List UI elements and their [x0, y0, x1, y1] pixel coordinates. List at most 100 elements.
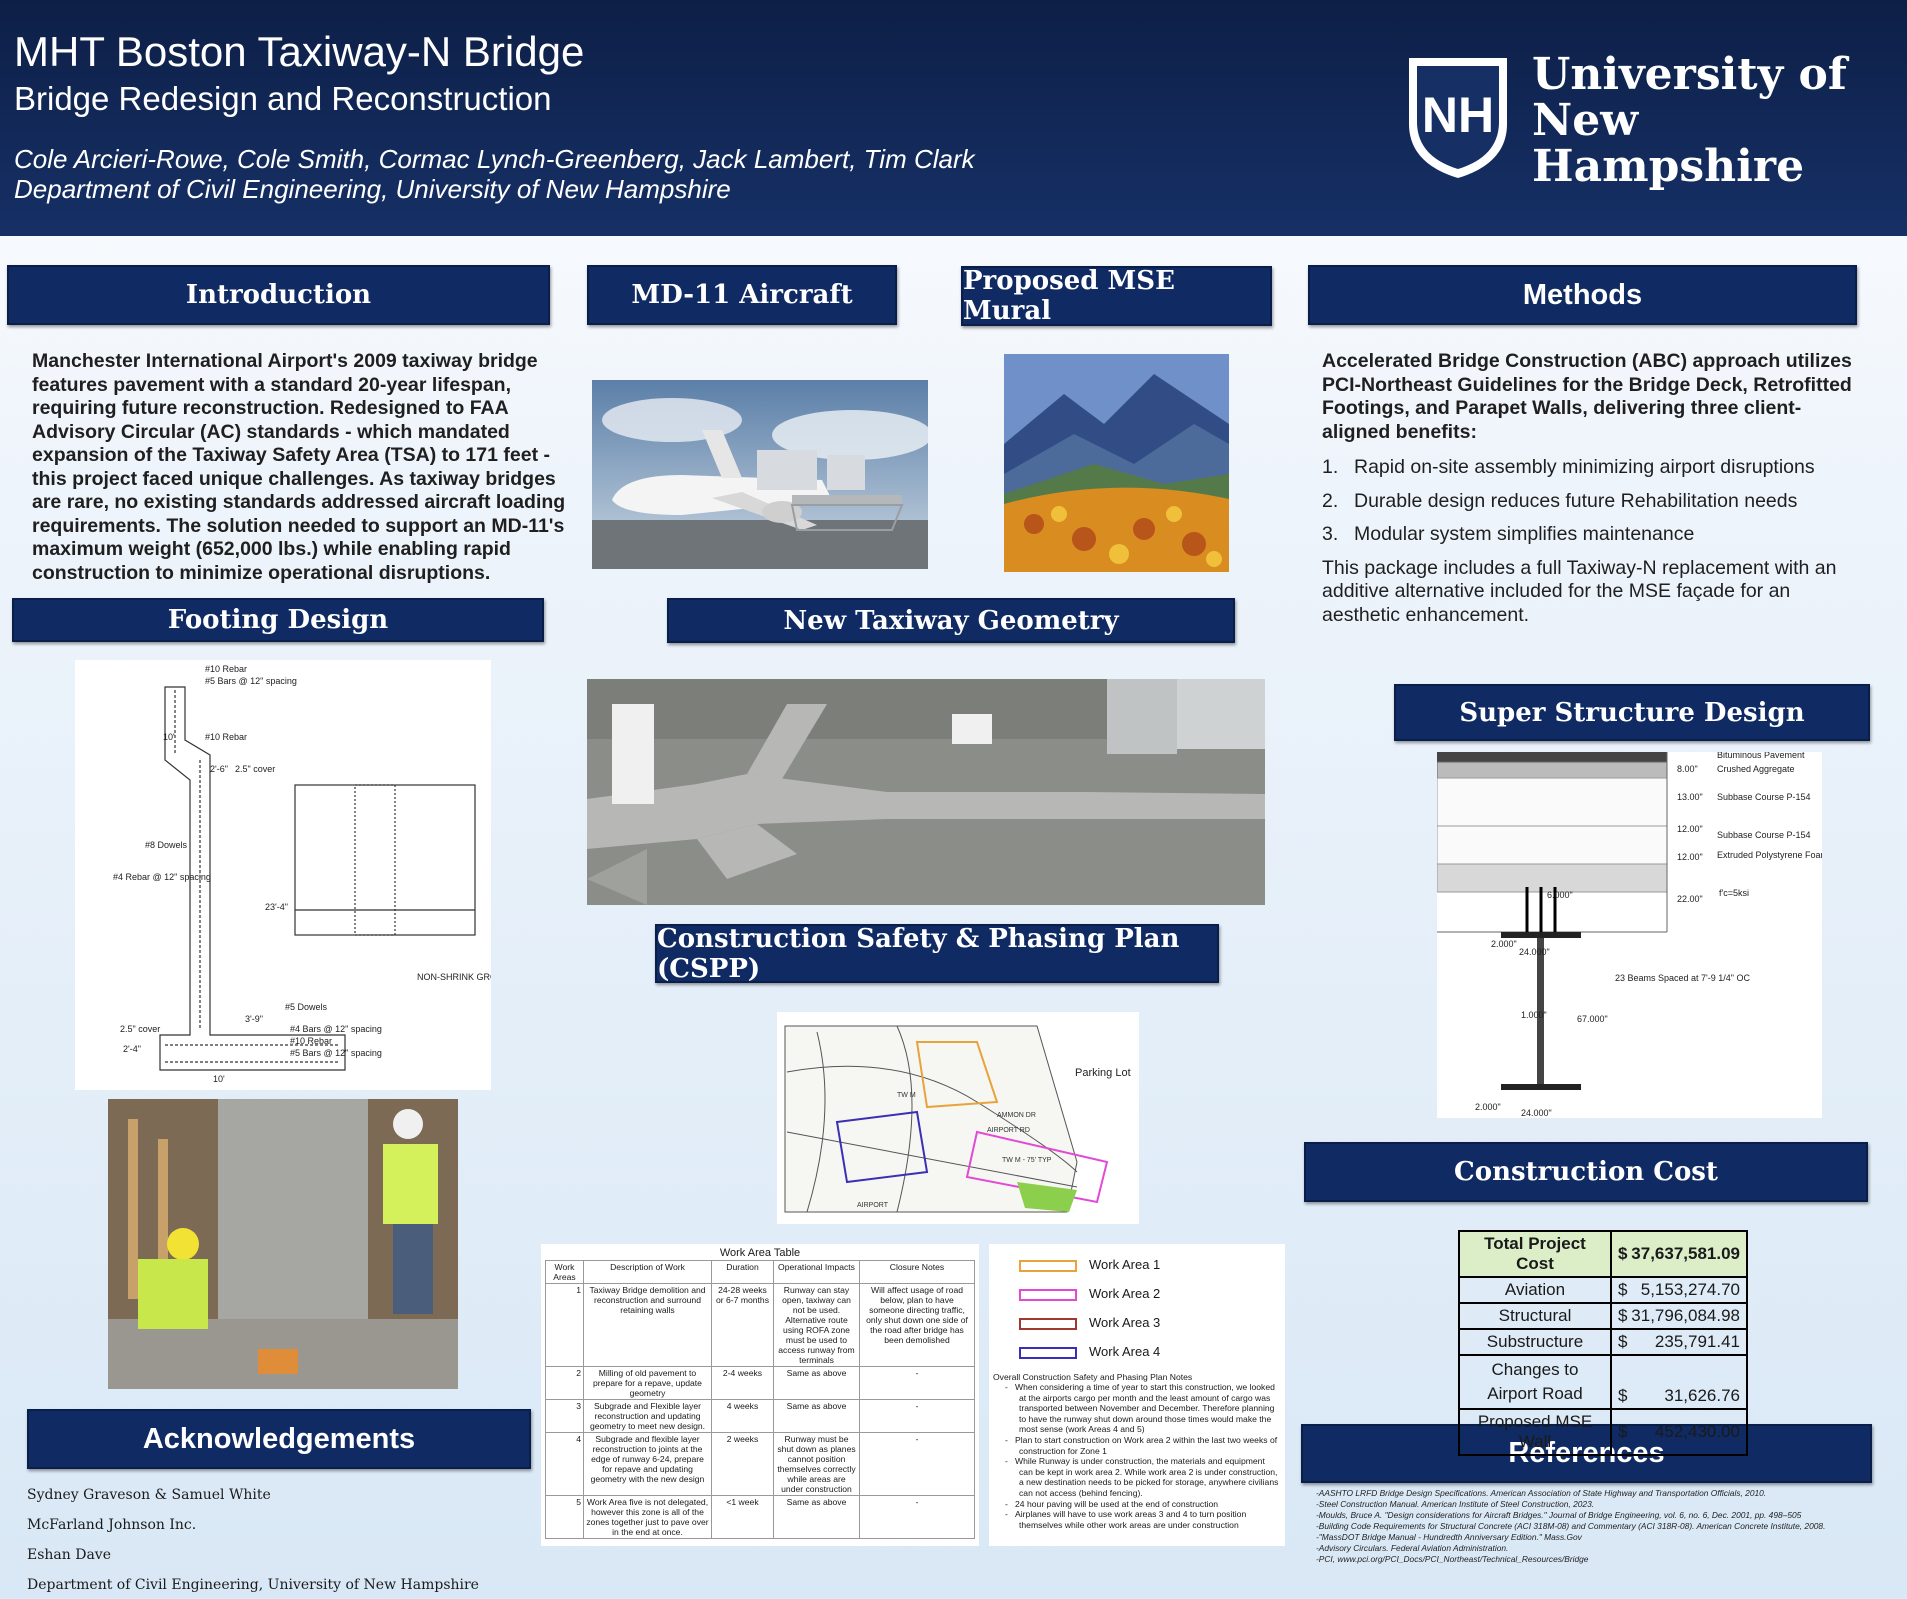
- svg-text:AIRPORT RD: AIRPORT RD: [987, 1127, 1030, 1134]
- cost-heading: Construction Cost: [1304, 1142, 1868, 1202]
- work-area-table-title: Work Area Table: [719, 1247, 801, 1259]
- legend-item: Work Area 3: [1019, 1308, 1281, 1337]
- svg-text:#10 Rebar: #10 Rebar: [205, 664, 247, 674]
- svg-text:8.00": 8.00": [1677, 764, 1698, 774]
- svg-text:24.000": 24.000": [1519, 947, 1550, 957]
- taxiway-geometry-aerial: [587, 679, 1265, 905]
- svg-text:f'c=5ksi: f'c=5ksi: [1719, 888, 1749, 898]
- svg-text:2.000": 2.000": [1475, 1102, 1501, 1112]
- superstructure-heading: Super Structure Design: [1394, 684, 1870, 741]
- department: Department of Civil Engineering, Univers…: [14, 174, 731, 204]
- footing-heading: Footing Design: [12, 598, 544, 642]
- svg-text:#4 Bars @ 12" spacing: #4 Bars @ 12" spacing: [290, 1024, 382, 1034]
- svg-text:#8 Dowels: #8 Dowels: [145, 840, 188, 850]
- svg-text:6.000": 6.000": [1547, 890, 1573, 900]
- list-item: -Moulds, Bruce A. "Design considerations…: [1316, 1510, 1802, 1520]
- methods-section: Accelerated Bridge Construction (ABC) ap…: [1322, 350, 1867, 627]
- table-row: Structural $31,796,084.98: [1458, 1302, 1748, 1330]
- list-item: -Advisory Circulars. Federal Aviation Ad…: [1316, 1543, 1509, 1553]
- list-item: -"MassDOT Bridge Manual - Hundredth Anni…: [1316, 1532, 1582, 1542]
- svg-text:#10 Rebar: #10 Rebar: [205, 732, 247, 742]
- md11-heading: MD-11 Aircraft: [587, 265, 897, 325]
- svg-text:AMMON DR: AMMON DR: [997, 1112, 1036, 1119]
- svg-text:Subbase Course P-154: Subbase Course P-154: [1717, 792, 1811, 802]
- note-item: - While Runway is under construction, th…: [1005, 1456, 1279, 1498]
- svg-text:13.00": 13.00": [1677, 792, 1703, 802]
- university-line2: New Hampshire: [1532, 95, 1805, 192]
- authors: Cole Arcieri-Rowe, Cole Smith, Cormac Ly…: [14, 144, 975, 174]
- svg-text:Extruded Polystyrene Foam Insu: Extruded Polystyrene Foam Insulation: [1717, 850, 1822, 860]
- methods-lead: Accelerated Bridge Construction (ABC) ap…: [1322, 350, 1852, 443]
- svg-text:10': 10': [213, 1074, 225, 1084]
- svg-text:12.00": 12.00": [1677, 824, 1703, 834]
- svg-text:#10 Rebar: #10 Rebar: [290, 1036, 332, 1046]
- unh-shield-logo: NH: [1409, 58, 1507, 178]
- list-item: -PCI, www.pci.org/PCI_Docs/PCI_Northeast…: [1316, 1554, 1589, 1564]
- references-list: -AASHTO LRFD Bridge Design Specification…: [1316, 1488, 1901, 1565]
- svg-text:2.5" cover: 2.5" cover: [120, 1024, 160, 1034]
- acknowledgements-list: Sydney Graveson & Samuel White McFarland…: [27, 1480, 547, 1599]
- table-row: Substructure $235,791.41: [1458, 1328, 1748, 1356]
- svg-text:2.5" cover: 2.5" cover: [235, 764, 275, 774]
- cspp-heading: Construction Safety & Phasing Plan (CSPP…: [655, 924, 1219, 984]
- svg-text:2'-4": 2'-4": [123, 1044, 141, 1054]
- list-item: -Building Code Requirements for Structur…: [1316, 1521, 1826, 1531]
- cspp-work-area-map: Parking Lot TW M AIRPORT RD TW M - 75' T…: [777, 1012, 1139, 1224]
- mse-mural-painting: [1004, 354, 1229, 572]
- note-item: - Plan to start construction on Work are…: [1005, 1434, 1278, 1456]
- svg-text:23 Beams Spaced at 7'-9 1/4" O: 23 Beams Spaced at 7'-9 1/4" OC: [1615, 973, 1750, 983]
- svg-text:AIRPORT: AIRPORT: [857, 1202, 889, 1209]
- university-wordmark: University of New Hampshire: [1532, 52, 1907, 190]
- note-item: - When considering a time of year to sta…: [1005, 1382, 1275, 1435]
- svg-text:22.00": 22.00": [1677, 894, 1703, 904]
- svg-text:Bituminous Pavement: Bituminous Pavement: [1717, 752, 1805, 760]
- svg-text:67.000": 67.000": [1577, 1014, 1608, 1024]
- acknowledgements-heading: Acknowledgements: [27, 1409, 531, 1469]
- legend-item: Work Area 4: [1019, 1337, 1281, 1366]
- geometry-heading: New Taxiway Geometry: [667, 598, 1235, 643]
- svg-text:Crushed Aggregate: Crushed Aggregate: [1717, 764, 1795, 774]
- footing-design-drawing: #10 Rebar #5 Bars @ 12" spacing #10 Reba…: [75, 660, 491, 1090]
- svg-text:#4 Rebar @ 12" spacing: #4 Rebar @ 12" spacing: [113, 872, 211, 882]
- superstructure-section-drawing: Bituminous Pavement Crushed Aggregate Su…: [1437, 752, 1822, 1118]
- construction-cost-table: Total Project Cost $37,637,581.09 Aviati…: [1458, 1230, 1748, 1456]
- svg-text:Subbase Course P-154: Subbase Course P-154: [1717, 830, 1811, 840]
- parking-lot-label: Parking Lot: [1075, 1067, 1131, 1079]
- table-row: Proposed MSE Wall $452,430.00: [1458, 1408, 1748, 1456]
- svg-text:TW M: TW M: [897, 1092, 916, 1099]
- svg-text:10': 10': [163, 732, 175, 742]
- legend-item: Work Area 1: [1019, 1250, 1281, 1279]
- cspp-notes-list: - When considering a time of year to sta…: [993, 1382, 1281, 1530]
- work-area-table: Work Area Table Work Areas Description o…: [541, 1244, 979, 1546]
- svg-text:2.000": 2.000": [1491, 939, 1517, 949]
- mural-heading: Proposed MSE Mural: [961, 266, 1272, 326]
- list-item: Sydney Graveson & Samuel White: [27, 1487, 271, 1503]
- list-item: Eshan Dave: [27, 1547, 111, 1563]
- svg-text:#5 Bars @ 12" spacing: #5 Bars @ 12" spacing: [205, 676, 297, 686]
- table-row: Total Project Cost $37,637,581.09: [1458, 1230, 1748, 1278]
- work-area-legend: Work Area 1 Work Area 2 Work Area 3 Work…: [993, 1250, 1281, 1366]
- methods-list: 1.Rapid on-site assembly minimizing airp…: [1322, 456, 1867, 547]
- svg-text:TW M - 75' TYP: TW M - 75' TYP: [1002, 1157, 1052, 1164]
- svg-text:NON-SHRINK GROUT: NON-SHRINK GROUT: [417, 972, 491, 982]
- introduction-text: Manchester International Airport's 2009 …: [32, 350, 566, 584]
- svg-text:24.000": 24.000": [1521, 1108, 1552, 1118]
- svg-text:#5 Bars @ 12" spacing: #5 Bars @ 12" spacing: [290, 1048, 382, 1058]
- svg-text:23'-4": 23'-4": [265, 902, 288, 912]
- list-item: Department of Civil Engineering, Univers…: [27, 1577, 479, 1593]
- introduction-heading: Introduction: [7, 265, 550, 325]
- methods-item: 2.Durable design reduces future Rehabili…: [1322, 489, 1798, 512]
- list-item: McFarland Johnson Inc.: [27, 1517, 197, 1533]
- svg-text:1.000": 1.000": [1521, 1010, 1547, 1020]
- poster-title: MHT Boston Taxiway-N Bridge: [14, 28, 585, 75]
- svg-text:#5 Dowels: #5 Dowels: [285, 1002, 328, 1012]
- methods-heading: Methods: [1308, 265, 1857, 325]
- cspp-legend-and-notes: Work Area 1 Work Area 2 Work Area 3 Work…: [989, 1244, 1285, 1546]
- poster-header: MHT Boston Taxiway-N Bridge Bridge Redes…: [0, 0, 1907, 236]
- svg-text:2'-6": 2'-6": [210, 764, 228, 774]
- methods-closing: This package includes a full Taxiway-N r…: [1322, 556, 1837, 626]
- university-line1: University of: [1532, 49, 1847, 100]
- table-row: Changes to Airport Road $31,626.76: [1458, 1354, 1748, 1410]
